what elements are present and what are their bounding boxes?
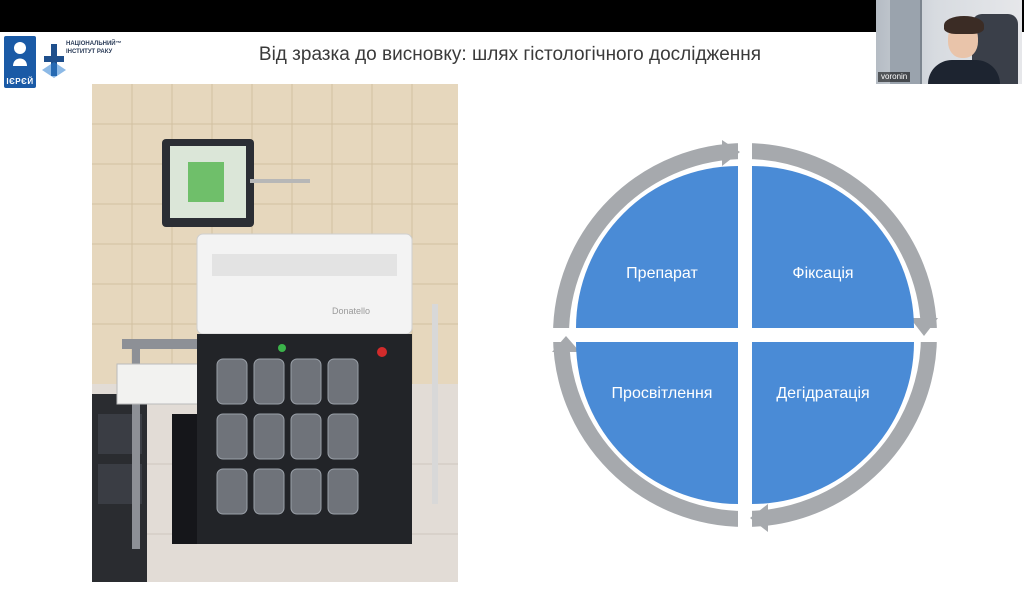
webcam-door (890, 0, 922, 84)
quadrant-label: Дегідратація (776, 385, 870, 402)
bust-icon (13, 42, 27, 66)
ierei-logo-text: ІЄРЄЙ (6, 77, 34, 86)
quadrant-label: Фіксація (792, 265, 854, 282)
ierei-logo: ІЄРЄЙ (4, 36, 36, 88)
institute-logo-line: НАЦІОНАЛЬНИЙ™ (66, 41, 122, 47)
quadrant-fiksatsiia (752, 166, 914, 328)
quadrant-prosvitlennia (576, 342, 738, 504)
arrow-head-left-icon (552, 336, 580, 352)
arrow-head-bottom-icon (750, 504, 768, 532)
quadrant-label: Просвітлення (611, 385, 713, 402)
device-brand-text: Donatello (332, 306, 370, 316)
webcam-person-hair (944, 16, 984, 34)
tissue-processor-photo: Donatello (92, 84, 458, 582)
webcam-video-thumbnail[interactable]: voronin (876, 0, 1022, 84)
quadrant-label: Препарат (626, 265, 698, 282)
institute-logo-text: НАЦІОНАЛЬНИЙ™ ІНСТИТУТ РАКУ (66, 40, 138, 56)
top-bar (0, 0, 1024, 32)
institute-cross-icon (42, 44, 66, 78)
arrow-head-right-icon (910, 318, 938, 336)
tissue-processor-illustration: Donatello (92, 84, 458, 582)
webcam-person-shirt (928, 60, 1000, 84)
participant-name-label: voronin (878, 72, 911, 82)
histology-cycle-diagram (540, 130, 950, 540)
arrow-head-top-icon (722, 140, 740, 166)
quadrant-preparat (576, 166, 738, 328)
slide-title: Від зразка до висновку: шлях гістологічн… (258, 44, 762, 65)
institute-logo-line: ІНСТИТУТ РАКУ (66, 49, 113, 55)
quadrant-dehidratatsiia (752, 342, 914, 504)
